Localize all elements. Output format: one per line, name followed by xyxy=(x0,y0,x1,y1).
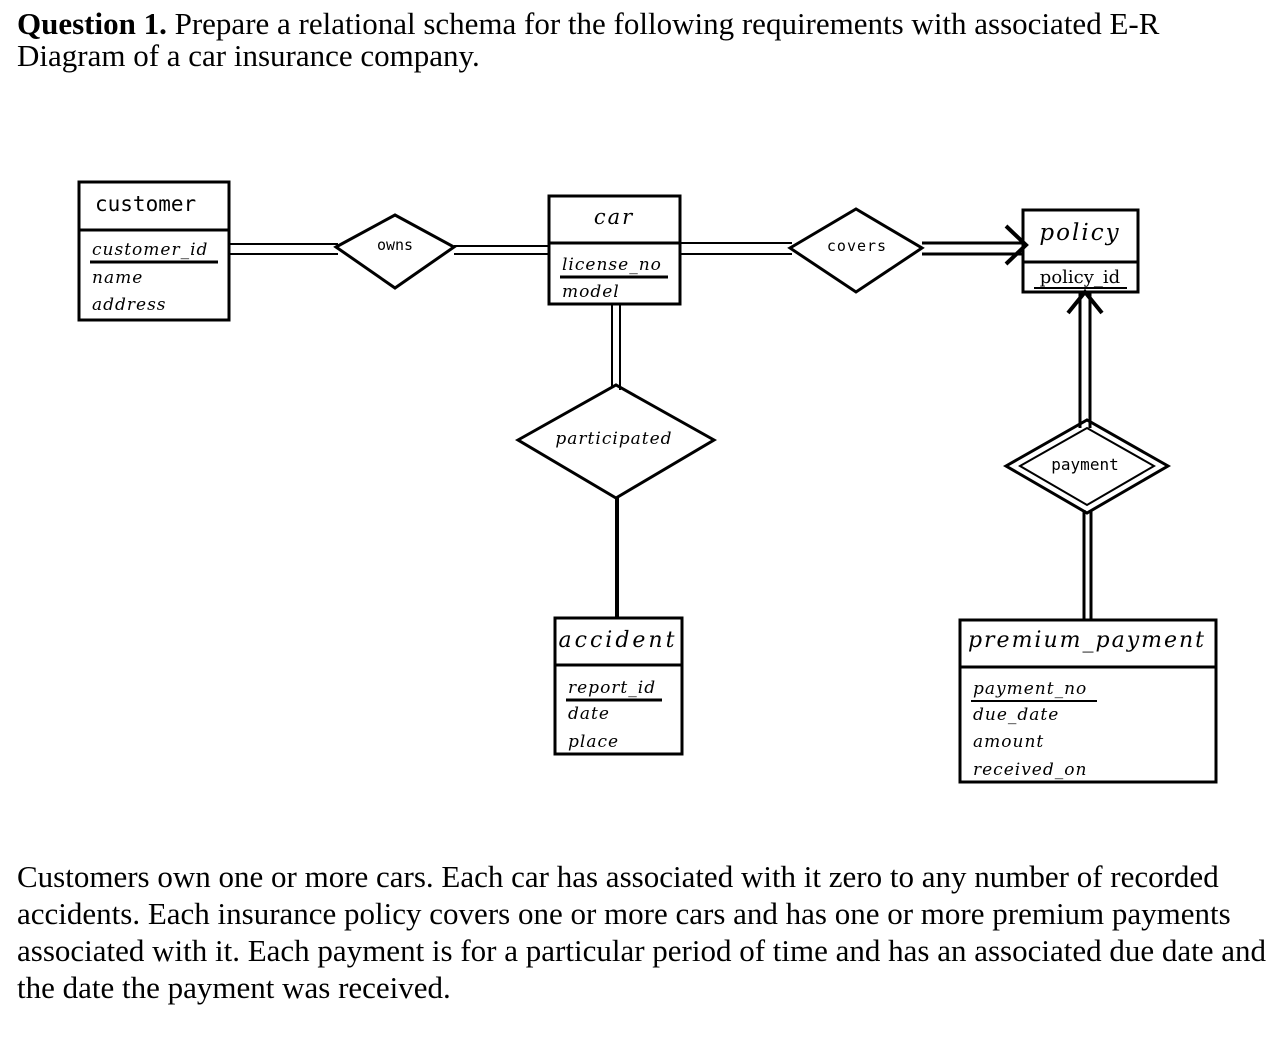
customer-attr-address: address xyxy=(92,295,167,315)
payment-label: payment xyxy=(1051,455,1118,474)
question-text: Prepare a relational schema for the foll… xyxy=(17,6,1160,73)
premium-payment-attr-received-on: received_on xyxy=(973,760,1087,780)
entity-policy: policy policy_id xyxy=(1021,208,1140,294)
car-pk: license_no xyxy=(562,255,662,275)
entity-customer: customer customer_id name address xyxy=(77,180,231,322)
premium-payment-attr-amount: amount xyxy=(973,732,1044,752)
premium-payment-title: premium_payment xyxy=(968,628,1206,653)
entity-premium-payment: premium_payment payment_no due_date amou… xyxy=(958,618,1218,784)
customer-title: customer xyxy=(95,192,196,216)
accident-pk: report_id xyxy=(568,678,656,698)
question-heading: Question 1. Prepare a relational schema … xyxy=(17,8,1257,72)
covers-arrow-head xyxy=(1004,224,1029,266)
owns-label: owns xyxy=(377,236,413,254)
policy-pk: policy_id xyxy=(1040,267,1120,288)
payment-arrow-head xyxy=(1066,288,1104,315)
accident-attr-place: place xyxy=(568,732,619,752)
customer-attr-name: name xyxy=(92,268,143,288)
relationship-participated: participated xyxy=(514,304,718,618)
car-title: car xyxy=(594,205,634,229)
entity-accident: accident report_id date place xyxy=(553,616,684,756)
relationship-payment: payment xyxy=(1002,288,1172,620)
question-label: Question 1. xyxy=(17,6,167,41)
requirements-description: Customers own one or more cars. Each car… xyxy=(17,859,1267,1005)
car-attr-model: model xyxy=(562,282,620,302)
participated-label: participated xyxy=(555,429,672,449)
customer-pk: customer_id xyxy=(92,240,208,260)
relationship-owns: owns xyxy=(229,213,549,290)
policy-title: policy xyxy=(1039,220,1120,246)
relationship-covers: covers xyxy=(680,207,1029,294)
accident-attr-date: date xyxy=(568,704,610,724)
covers-label: covers xyxy=(827,237,887,255)
premium-payment-attr-due-date: due_date xyxy=(973,705,1059,725)
entity-car: car license_no model xyxy=(547,194,682,306)
premium-payment-pk: payment_no xyxy=(973,679,1087,699)
accident-title: accident xyxy=(559,628,678,653)
